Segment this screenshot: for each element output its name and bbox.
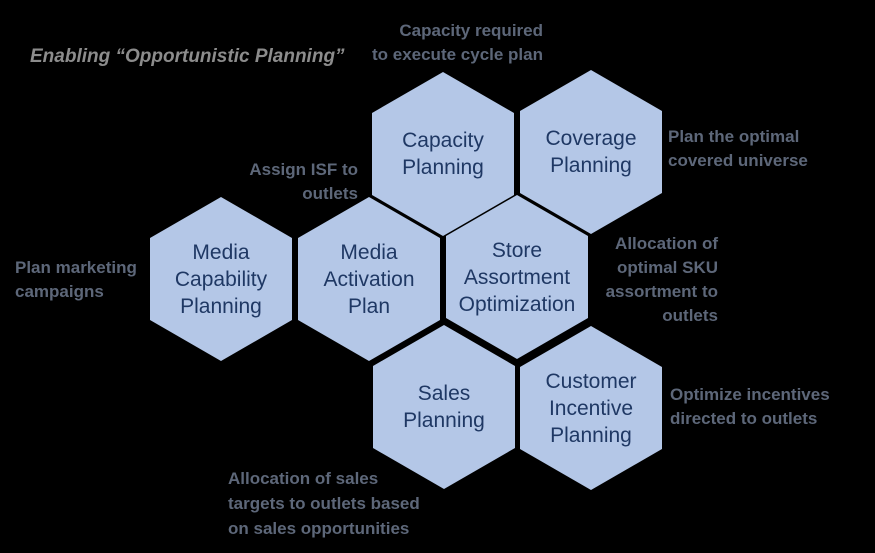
- hexagon-customer-incentive-planning: Customer Incentive Planning: [520, 326, 662, 490]
- hexagon-label: Customer Incentive Planning: [545, 369, 637, 447]
- hexagon-label: Sales Planning: [403, 382, 485, 432]
- annotation-covered-universe: Plan the optimal covered universe: [668, 127, 808, 170]
- annotation-optimize-incentives: Optimize incentives directed to outlets: [670, 385, 830, 428]
- hexagon-label: Store Assortment Optimization: [458, 238, 576, 316]
- hexagon-store-assortment-optimization: Store Assortment Optimization: [446, 195, 588, 359]
- annotation-assign-isf: Assign ISF to outlets: [249, 160, 358, 203]
- hexagon-label: Capacity Planning: [402, 129, 484, 179]
- annotation-capacity-required: Capacity required to execute cycle plan: [371, 21, 543, 64]
- hexagon-label: Media Activation Plan: [323, 240, 415, 318]
- annotation-sales-targets: Allocation of sales targets to outlets b…: [228, 469, 420, 538]
- annotation-marketing-campaigns: Plan marketing campaigns: [15, 258, 137, 301]
- hexagon-label: Coverage Planning: [545, 127, 637, 177]
- hexagon-coverage-planning: Coverage Planning: [520, 70, 662, 234]
- hexagon-sales-planning: Sales Planning: [373, 325, 515, 489]
- hexagon-label: Media Capability Planning: [174, 240, 268, 318]
- annotation-sku-assortment: Allocation of optimal SKU assortment to …: [605, 234, 718, 325]
- hexagon-media-capability-planning: Media Capability Planning: [150, 197, 292, 361]
- page-title: Enabling “Opportunistic Planning”: [30, 46, 345, 67]
